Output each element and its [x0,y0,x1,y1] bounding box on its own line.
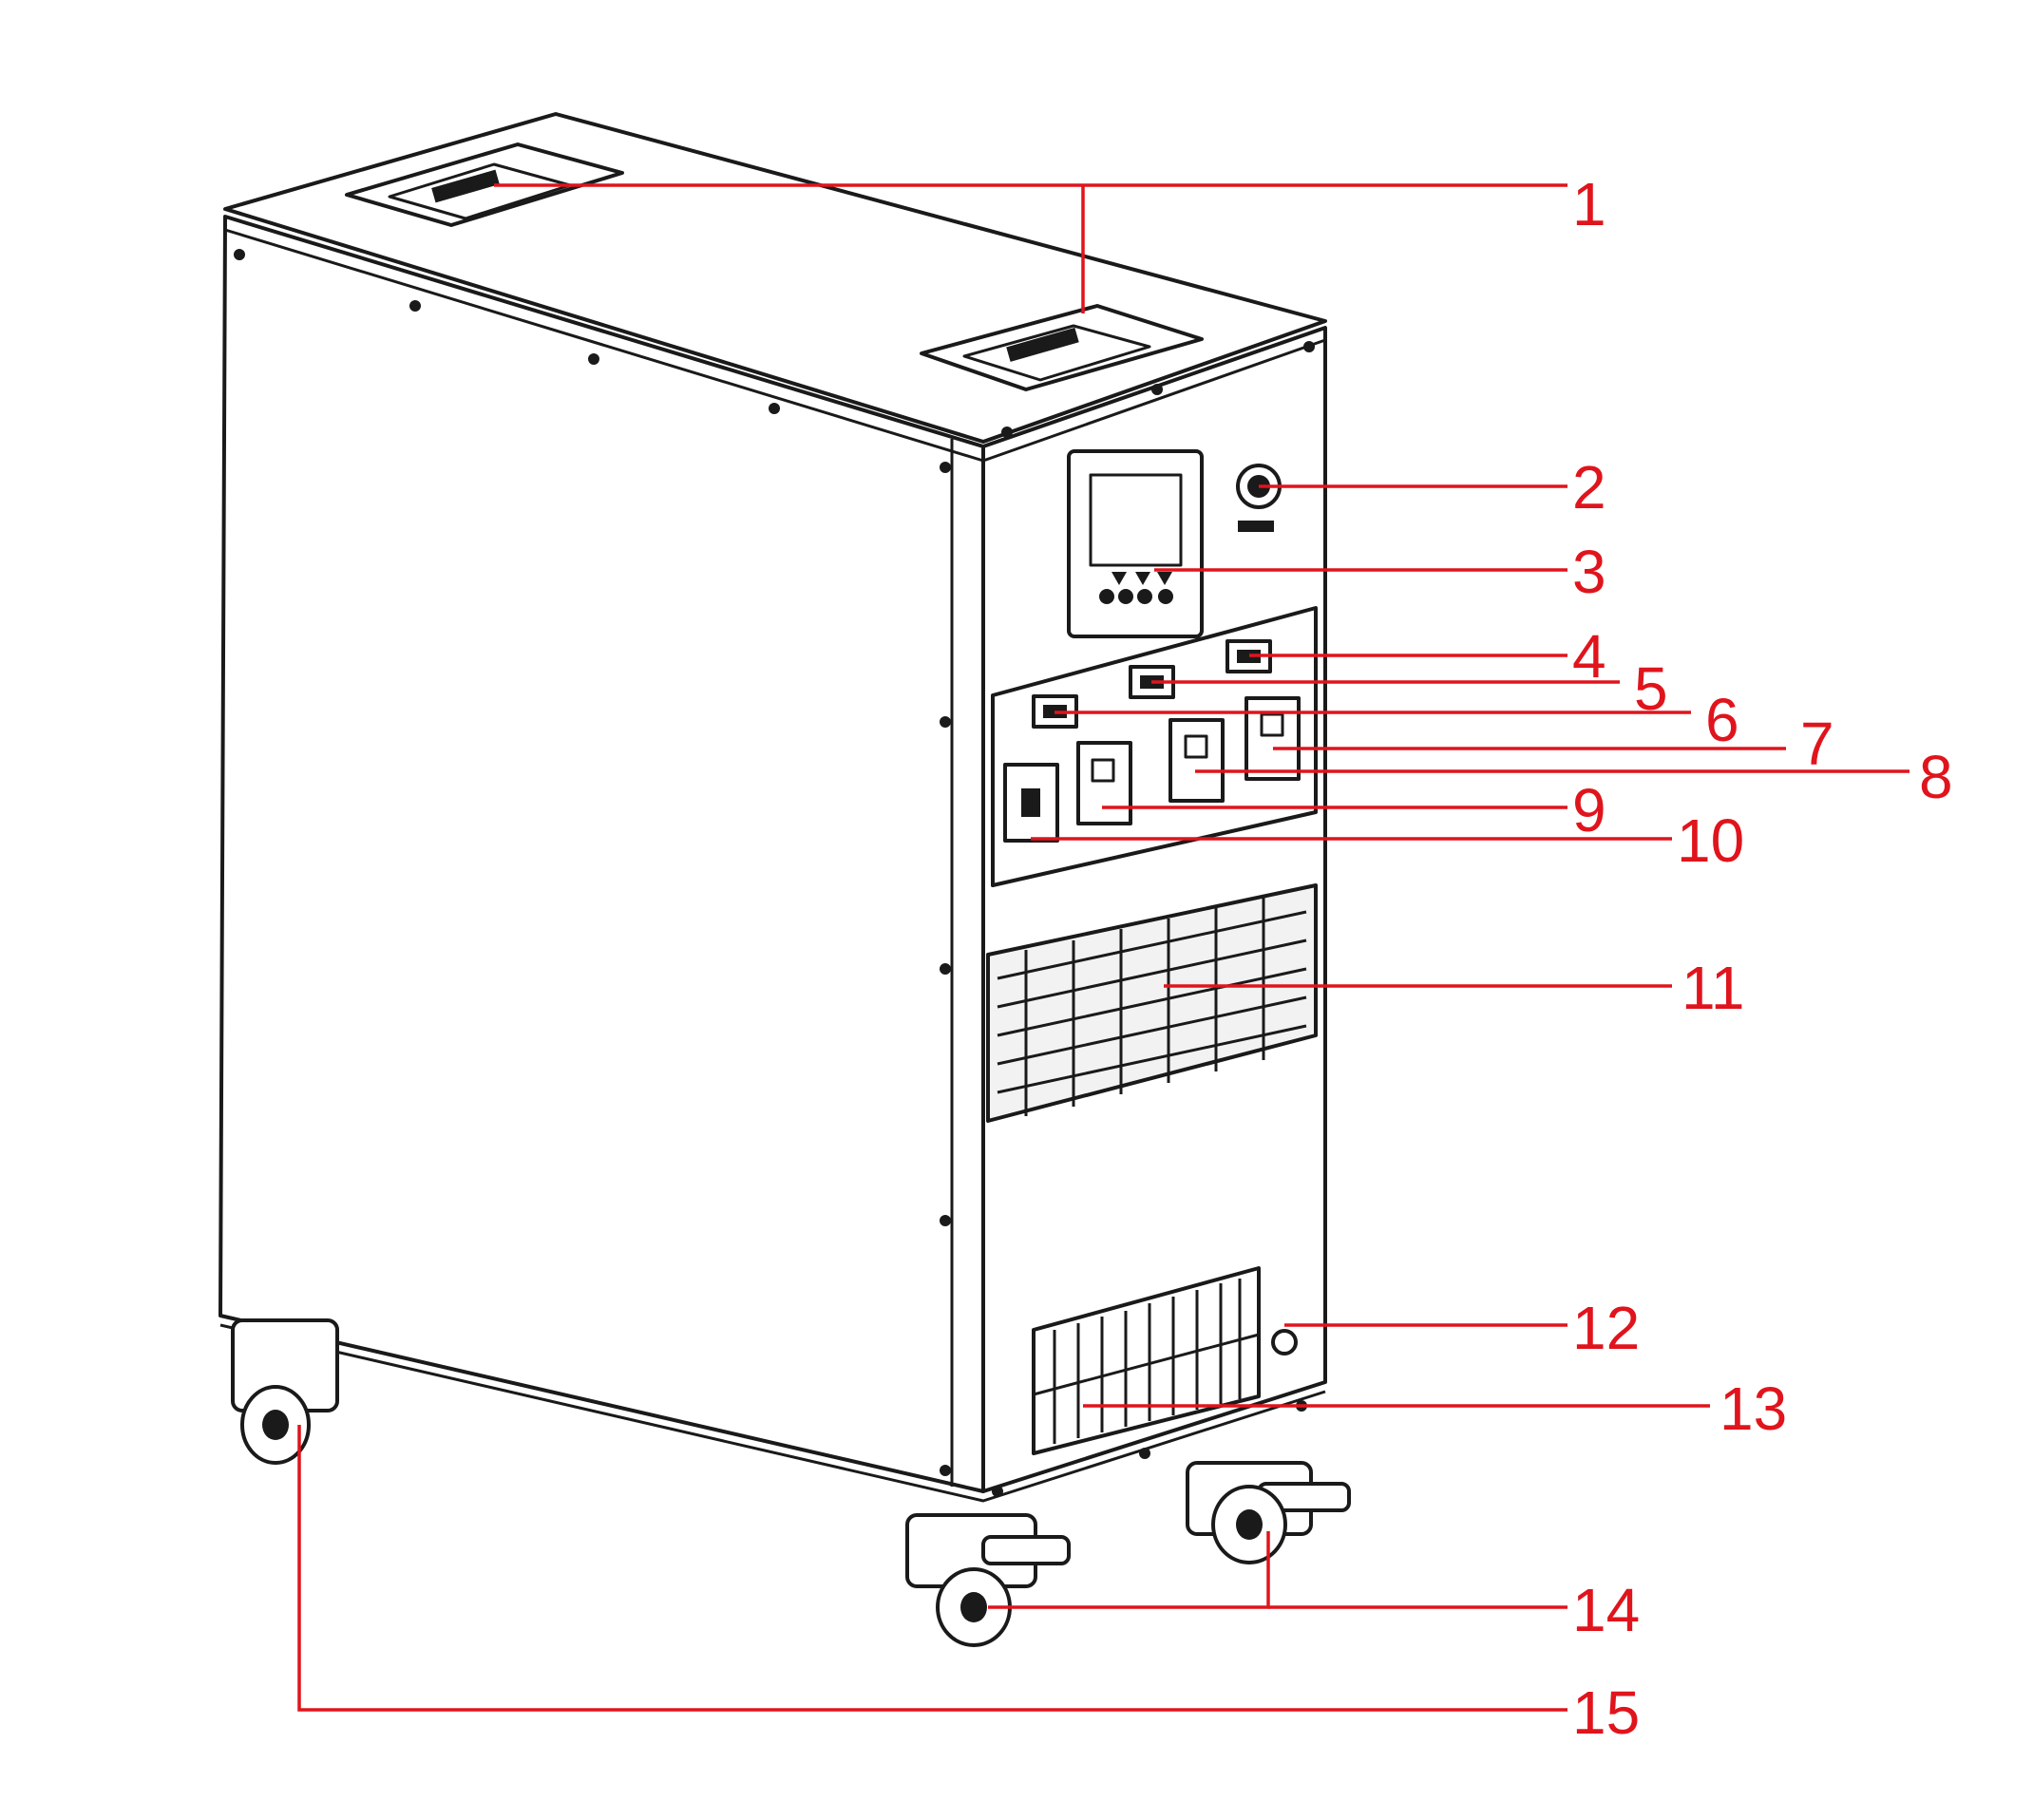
leader-lines [297,183,1910,1712]
callout-10: 10 [1677,806,1744,875]
callout-14: 14 [1572,1576,1640,1644]
callout-3: 3 [1572,538,1606,606]
callout-numbers: 1 2 3 4 5 6 7 8 9 10 11 12 13 14 15 [1572,170,1953,1747]
lcd-screen [1089,473,1183,567]
lcd-button [1137,589,1152,604]
callout-2: 2 [1572,453,1606,521]
lcd-button [1099,589,1114,604]
callout-1: 1 [1572,170,1606,238]
lcd-control-panel [1067,449,1204,638]
caster-front-left [905,1513,1071,1647]
lcd-button [1118,589,1133,604]
power-switch [1236,464,1282,532]
bottom-trim [219,1323,1326,1503]
callout-7: 7 [1800,710,1834,778]
cabinet [218,112,1351,1647]
side-screws [234,249,951,1476]
callout-11: 11 [1682,954,1744,1022]
callout-9: 9 [1572,776,1606,844]
caster-front-right [1186,1461,1351,1564]
callout-15: 15 [1572,1678,1640,1747]
callout-6: 6 [1705,686,1739,754]
caster-rear-left [231,1318,339,1465]
callout-5: 5 [1634,654,1668,723]
outlet-panel [991,606,1318,887]
leader-15 [297,1425,1568,1712]
ground-terminal [1271,1329,1298,1356]
callout-8: 8 [1919,743,1953,811]
callout-12: 12 [1572,1294,1640,1362]
top-handle-front [920,304,1204,391]
honeycomb-vent [986,883,1318,1123]
top-lid-rim [224,228,1326,463]
front-screws [992,341,1315,1497]
lcd-button [1158,589,1173,604]
callout-4: 4 [1572,622,1606,691]
callout-13: 13 [1720,1374,1787,1443]
